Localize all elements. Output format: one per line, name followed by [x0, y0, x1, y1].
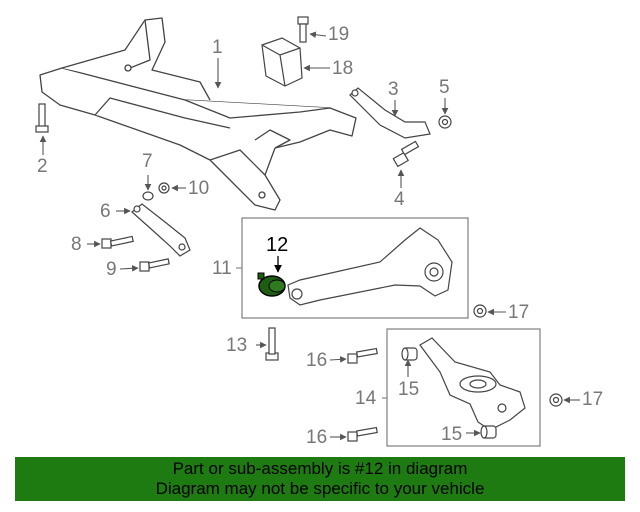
callout-11: 11: [212, 258, 232, 279]
callout-6: 6: [100, 201, 111, 222]
callout-3: 3: [388, 79, 399, 100]
callout-15a: 15: [398, 379, 420, 400]
bolt-19-drawing: [297, 16, 309, 43]
callout-2: 2: [37, 156, 48, 177]
leader-lines: [39, 31, 580, 441]
callout-17a: 17: [508, 302, 530, 323]
nut-17b-drawing: [549, 393, 563, 407]
banner-line-2: Diagram may not be specific to your vehi…: [155, 479, 485, 498]
bolt-13-drawing: [265, 327, 279, 361]
nut-10-drawing: [158, 182, 170, 194]
callout-8: 8: [71, 234, 82, 255]
bushing-15b-drawing: [480, 425, 497, 439]
bushing-12-highlight: [257, 272, 286, 297]
callout-17b: 17: [582, 389, 604, 410]
callout-18: 18: [332, 58, 354, 79]
callout-12: 12: [266, 234, 289, 256]
link-3-drawing: [349, 87, 431, 139]
assembly-14-box: [386, 328, 541, 447]
crossmember-drawing: [39, 17, 357, 211]
bracket-18-drawing: [261, 37, 303, 87]
bolt-8-drawing: [101, 235, 134, 249]
callout-14: 14: [355, 388, 377, 409]
callout-19: 19: [328, 24, 350, 45]
parts-diagram: [35, 16, 580, 447]
banner-line-1: Part or sub-assembly is #12 in diagram: [172, 459, 468, 478]
bolt-9-drawing: [139, 258, 170, 272]
bolt-4-drawing: [392, 140, 420, 168]
trailing-arm-11-drawing: [287, 227, 453, 306]
nut-5-drawing: [438, 115, 452, 129]
callout-4: 4: [394, 189, 405, 210]
bolt-16a-drawing: [347, 347, 378, 364]
callout-5: 5: [439, 77, 450, 98]
bushing-15a-drawing: [401, 347, 418, 361]
callout-16b: 16: [306, 427, 328, 448]
info-banner: Part or sub-assembly is #12 in diagram D…: [15, 457, 625, 501]
callout-15b: 15: [441, 424, 463, 445]
callout-7: 7: [142, 151, 153, 172]
link-6-drawing: [131, 203, 191, 257]
callout-1: 1: [212, 37, 223, 58]
callout-9: 9: [106, 259, 117, 280]
bolt-16b-drawing: [347, 426, 378, 442]
washer-7-drawing: [142, 191, 154, 201]
bolt-2-drawing: [35, 103, 49, 133]
lower-arm-14-drawing: [419, 337, 526, 431]
callout-13: 13: [226, 335, 248, 356]
nut-17a-drawing: [473, 304, 487, 318]
callout-16a: 16: [306, 350, 328, 371]
callout-10: 10: [188, 178, 210, 199]
